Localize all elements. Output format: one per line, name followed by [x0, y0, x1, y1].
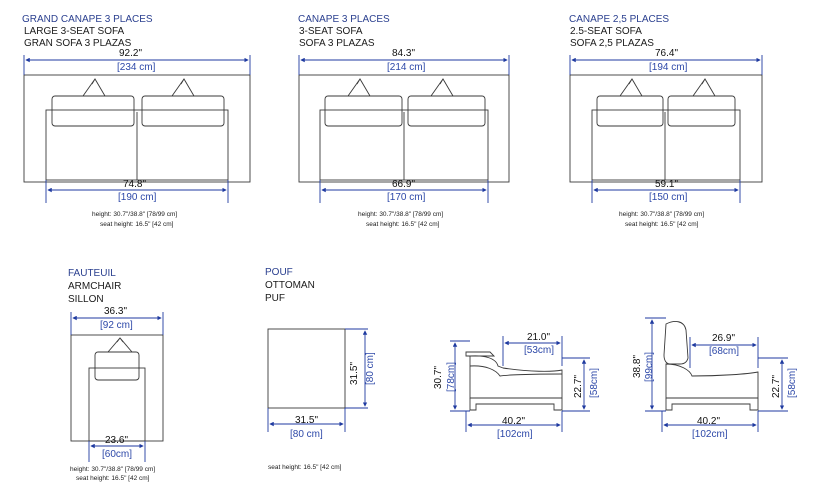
pouf-width-in: 31.5": [295, 415, 319, 426]
pouf-plan: [267, 328, 346, 409]
large-sofa-plan: [23, 74, 251, 183]
sofa-3-inner-cm: [170 cm]: [387, 192, 426, 203]
sofa-25-plan: [569, 74, 763, 183]
sofa-3-inner-in: 66.9": [392, 179, 416, 190]
side-high-height-cm: [99cm]: [644, 351, 655, 382]
sofa-3-seat-note: seat height: 16.5" [42 cm]: [366, 221, 440, 228]
side-high-height-in: 38.8": [632, 354, 643, 378]
sofa-3-title-es: SOFA 3 PLAZAS: [299, 38, 375, 49]
sofa-25-dims: [569, 55, 763, 203]
pouf-depth-cm: [80 cm]: [365, 352, 376, 385]
pouf-title-en: OTTOMAN: [265, 280, 315, 291]
side-low-seat-depth-in: 21.0": [527, 332, 551, 343]
sofa-25-overall-in: 76.4": [655, 48, 679, 59]
sofa-3-title-en: 3-SEAT SOFA: [299, 26, 363, 37]
sofa-3-height-note: height: 30.7"/38.8" [78/99 cm]: [358, 211, 444, 218]
large-sofa-dims: [23, 55, 251, 203]
side-high-depth-in: 40.2": [697, 416, 721, 427]
side-low-seat-h-in: 22.7": [573, 374, 584, 398]
large-sofa-height-note: height: 30.7"/38.8" [78/99 cm]: [92, 211, 178, 218]
armchair-plan: [70, 334, 164, 442]
armchair-overall-in: 36.3": [104, 306, 128, 317]
side-high-seat-h-in: 22.7": [771, 374, 782, 398]
armchair-overall-cm: [92 cm]: [100, 320, 133, 331]
sofa-25-height-note: height: 30.7"/38.8" [78/99 cm]: [619, 211, 705, 218]
sofa-25-inner-cm: [150 cm]: [649, 192, 688, 203]
side-low-drawing: [465, 351, 563, 411]
sofa-3-plan: [298, 74, 510, 183]
sofa-3-dims: [298, 55, 510, 203]
side-high-depth-cm: [102cm]: [692, 429, 728, 440]
large-sofa-seat-note: seat height: 16.5" [42 cm]: [100, 221, 174, 228]
side-low-seat-depth-cm: [53cm]: [524, 345, 555, 356]
large-sofa-inner-in: 74.8": [123, 179, 147, 190]
armchair-title-es: SILLON: [68, 294, 104, 305]
sofa-25-title-fr: CANAPE 2,5 PLACES: [569, 14, 670, 25]
pouf-depth-in: 31.5": [349, 361, 360, 385]
side-low-height-in: 30.7": [433, 365, 444, 389]
armchair-title-fr: FAUTEUIL: [68, 268, 116, 279]
armchair-dims: [70, 312, 164, 462]
sofa-3-overall-in: 84.3": [392, 48, 416, 59]
side-high-drawing: [663, 321, 759, 411]
sofa-3-title-fr: CANAPE 3 PLACES: [298, 14, 390, 25]
sofa-25-overall-cm: [194 cm]: [649, 62, 688, 73]
pouf-title-fr: POUF: [265, 267, 293, 278]
large-sofa-title-en: LARGE 3-SEAT SOFA: [24, 26, 125, 37]
side-high-seat-depth-in: 26.9": [712, 333, 736, 344]
side-high-seat-depth-cm: [68cm]: [709, 346, 740, 357]
armchair-height-note: height: 30.7"/38.8" [78/99 cm]: [70, 466, 156, 473]
sofa-25-seat-note: seat height: 16.5" [42 cm]: [625, 221, 699, 228]
pouf-dims: [267, 328, 368, 432]
armchair-inner-in: 23.6": [105, 435, 129, 446]
sofa-3-overall-cm: [214 cm]: [387, 62, 426, 73]
sofa-25-title-es: SOFA 2,5 PLAZAS: [570, 38, 654, 49]
side-low-dims: [450, 336, 590, 432]
armchair-title-en: ARMCHAIR: [68, 281, 122, 292]
sofa-25-inner-in: 59.1": [655, 179, 679, 190]
side-low-seat-h-cm: [58cm]: [589, 367, 600, 398]
side-low-height-cm: [78cm]: [446, 361, 457, 392]
large-sofa-overall-cm: [234 cm]: [117, 62, 156, 73]
sofa-25-title-en: 2.5-SEAT SOFA: [570, 26, 642, 37]
large-sofa-title-fr: GRAND CANAPE 3 PLACES: [22, 14, 153, 25]
armchair-inner-cm: [60cm]: [102, 449, 133, 460]
side-high-dims: [645, 317, 788, 432]
pouf-seat-note: seat height: 16.5" [42 cm]: [268, 464, 342, 471]
large-sofa-overall-in: 92.2": [119, 48, 143, 59]
large-sofa-title-es: GRAN SOFA 3 PLAZAS: [24, 38, 132, 49]
pouf-title-es: PUF: [265, 293, 285, 304]
side-high-seat-h-cm: [58cm]: [787, 367, 798, 398]
large-sofa-inner-cm: [190 cm]: [118, 192, 157, 203]
pouf-width-cm: [80 cm]: [290, 429, 323, 440]
armchair-seat-note: seat height: 16.5" [42 cm]: [76, 475, 150, 482]
side-low-depth-cm: [102cm]: [497, 429, 533, 440]
side-low-depth-in: 40.2": [502, 416, 526, 427]
